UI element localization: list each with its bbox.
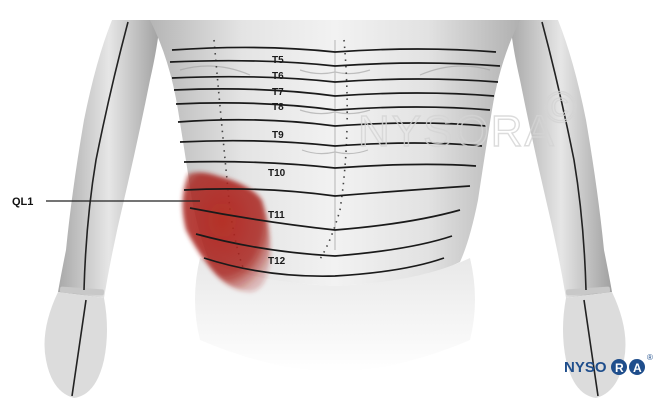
label-t6: T6: [272, 71, 284, 82]
label-t11: T11: [268, 210, 285, 221]
left-arm: [58, 20, 160, 298]
label-t5: T5: [272, 55, 284, 66]
logo-prefix: NYSO: [564, 359, 607, 376]
left-hand: [45, 292, 108, 398]
ql1-label: QL1: [12, 196, 33, 208]
svg-text:©: ©: [544, 83, 578, 132]
logo-registered: ®: [647, 353, 653, 362]
logo-letter-a: A: [633, 361, 642, 375]
right-hand: [563, 292, 626, 398]
svg-text:NYSORA: NYSORA: [358, 107, 556, 156]
label-t10: T10: [268, 168, 286, 179]
label-t7: T7: [272, 87, 284, 98]
label-t9: T9: [272, 130, 284, 141]
right-arm: [510, 20, 612, 298]
label-t12: T12: [268, 256, 286, 267]
logo-letter-r: R: [615, 361, 624, 375]
label-t8: T8: [272, 102, 284, 113]
